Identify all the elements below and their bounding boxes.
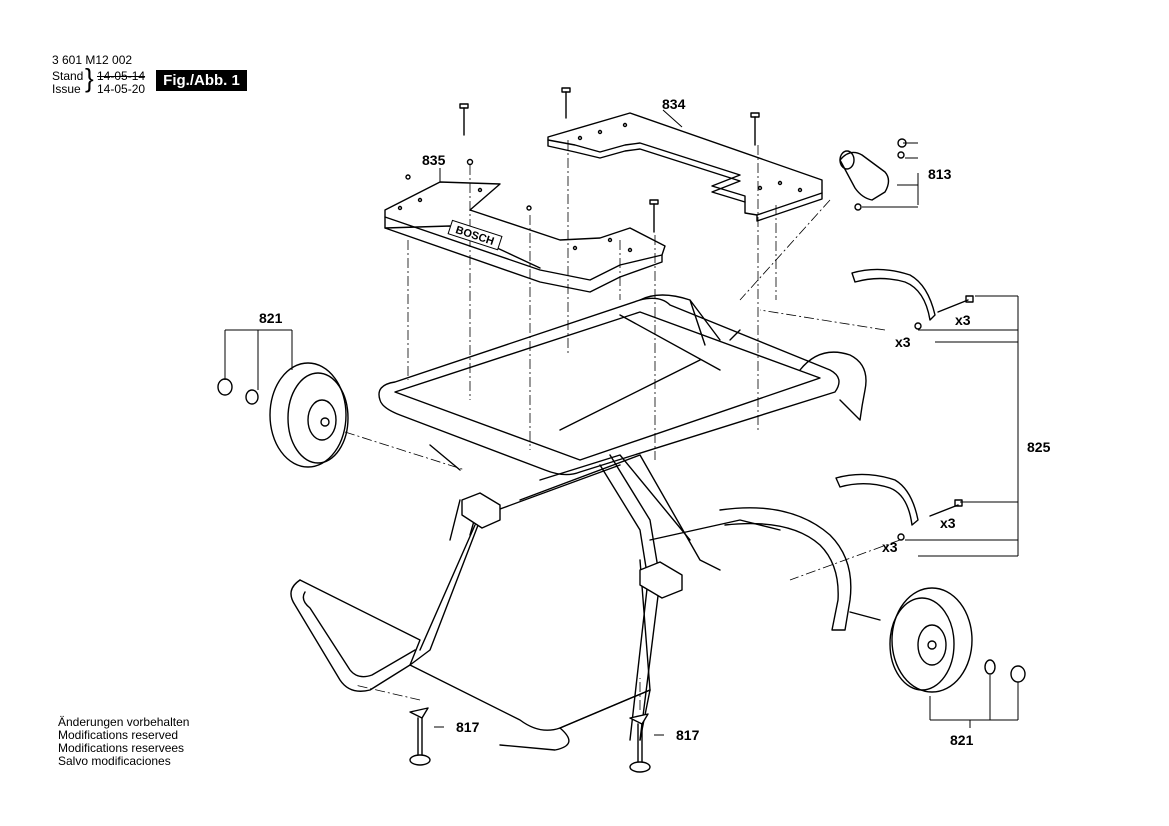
wheel-right <box>849 587 1026 693</box>
notice-line-en: Modifications reserved <box>58 728 179 742</box>
top-plate-834 <box>547 112 823 222</box>
document-number: 3 601 M12 002 <box>52 53 133 67</box>
part-label-834: 834 <box>662 96 686 112</box>
main-frame <box>378 294 867 476</box>
bracket-825-top <box>851 268 974 330</box>
issue-date: 14-05-20 <box>97 82 146 96</box>
leveling-foot-left <box>409 707 431 766</box>
part-label-821-left: 821 <box>259 310 283 326</box>
lower-u-frame <box>290 519 651 751</box>
part-label-813: 813 <box>928 166 952 182</box>
mounting-bolts <box>405 87 760 233</box>
bracket-825-bottom <box>835 473 963 541</box>
rubber-feet <box>461 492 683 599</box>
part-label-825: 825 <box>1027 439 1051 455</box>
qty-nut-top: x3 <box>895 334 911 350</box>
notice-line-de: Änderungen vorbehalten <box>58 715 190 729</box>
qty-nut-bottom: x3 <box>882 539 898 555</box>
qty-bolt-bottom: x3 <box>940 515 956 531</box>
issue-label: Issue <box>52 82 81 96</box>
figure-badge: Fig./Abb. 1 <box>156 70 247 91</box>
modification-notice: Änderungen vorbehalten Modifications res… <box>58 716 189 768</box>
handle-813 <box>839 138 907 211</box>
top-plate-835 <box>384 181 666 293</box>
part-label-817-left: 817 <box>456 719 480 735</box>
wheel-left <box>217 362 349 468</box>
qty-bolt-top: x3 <box>955 312 971 328</box>
notice-line-fr: Modifications reservees <box>58 741 185 755</box>
part-label-821-right: 821 <box>950 732 974 748</box>
stand-date: 14-05-14 <box>97 69 146 83</box>
leveling-foot-right <box>629 713 651 773</box>
stand-label: Stand <box>52 69 84 83</box>
brace-glyph: } <box>85 63 94 93</box>
notice-line-es: Salvo modificaciones <box>58 754 171 768</box>
part-label-817-right: 817 <box>676 727 700 743</box>
assembly-guide-lines <box>344 140 901 710</box>
part-label-835: 835 <box>422 152 446 168</box>
leader-lines <box>224 109 1019 736</box>
